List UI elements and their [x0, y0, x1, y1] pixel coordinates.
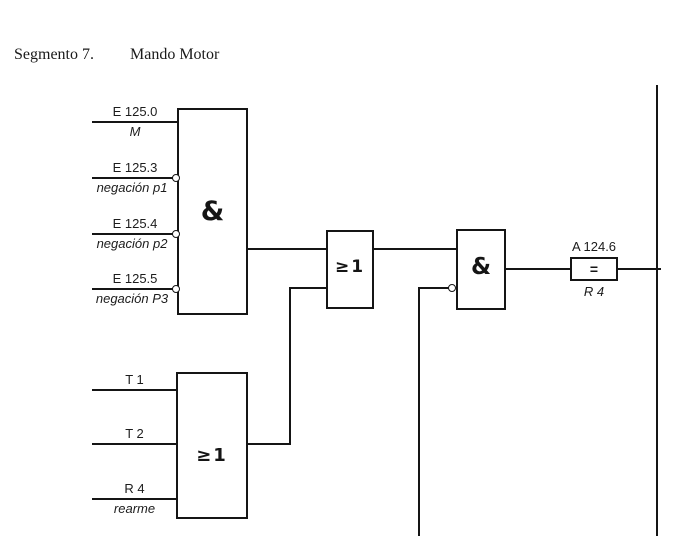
- operand-address[interactable]: E 125.5: [112, 271, 158, 286]
- wire-coil-to-rail: [616, 268, 661, 270]
- wire-and2-to-coil: [504, 268, 572, 270]
- negation-circle: [448, 284, 456, 292]
- and-gate-block-1[interactable]: [177, 108, 248, 315]
- negation-circle: [172, 230, 180, 238]
- and-gate-block-2[interactable]: [456, 229, 506, 310]
- and-gate-symbol: &: [470, 254, 492, 280]
- wire: [92, 498, 177, 500]
- wire: [92, 288, 178, 290]
- or-gate-symbol: ≥1: [196, 445, 228, 466]
- negation-circle: [172, 285, 180, 293]
- wire-and1-to-or: [245, 248, 328, 250]
- wire-or-input2: [289, 287, 328, 289]
- wire: [92, 443, 177, 445]
- or-gate-block-mid[interactable]: [326, 230, 374, 309]
- operand-comment[interactable]: negación P3: [95, 291, 169, 306]
- or-gate-symbol: ≥1: [334, 257, 366, 277]
- coil-address[interactable]: A 124.6: [571, 239, 617, 254]
- operand-address[interactable]: E 125.3: [112, 160, 158, 175]
- wire-riser-right: [418, 287, 420, 536]
- coil-comment[interactable]: R 4: [583, 284, 605, 299]
- wire-orlow-out: [245, 443, 291, 445]
- operand-address[interactable]: R 4: [124, 481, 145, 496]
- operand-address[interactable]: T 2: [125, 426, 144, 441]
- operand-address[interactable]: E 125.4: [112, 216, 158, 231]
- wire: [92, 233, 178, 235]
- operand-address[interactable]: T 1: [125, 372, 144, 387]
- operand-comment[interactable]: negación p2: [96, 236, 168, 251]
- assign-coil-block[interactable]: [570, 257, 618, 281]
- segment-title[interactable]: Mando Motor: [130, 46, 220, 63]
- or-gate-block-low[interactable]: [176, 372, 248, 519]
- assign-coil-symbol: =: [589, 261, 599, 277]
- wire-and2-input2: [419, 287, 450, 289]
- wire-riser-left: [289, 287, 291, 445]
- segment-number[interactable]: Segmento 7.: [14, 46, 94, 63]
- and-gate-symbol: &: [200, 196, 225, 227]
- operand-address[interactable]: E 125.0: [112, 104, 158, 119]
- wire: [92, 389, 177, 391]
- negation-circle: [172, 174, 180, 182]
- operand-comment[interactable]: negación p1: [96, 180, 168, 195]
- wire-or-to-and2: [372, 248, 458, 250]
- operand-comment[interactable]: M: [129, 124, 141, 139]
- operand-comment[interactable]: rearme: [113, 501, 156, 516]
- wire: [92, 121, 178, 123]
- wire: [92, 177, 178, 179]
- power-rail: [656, 85, 658, 536]
